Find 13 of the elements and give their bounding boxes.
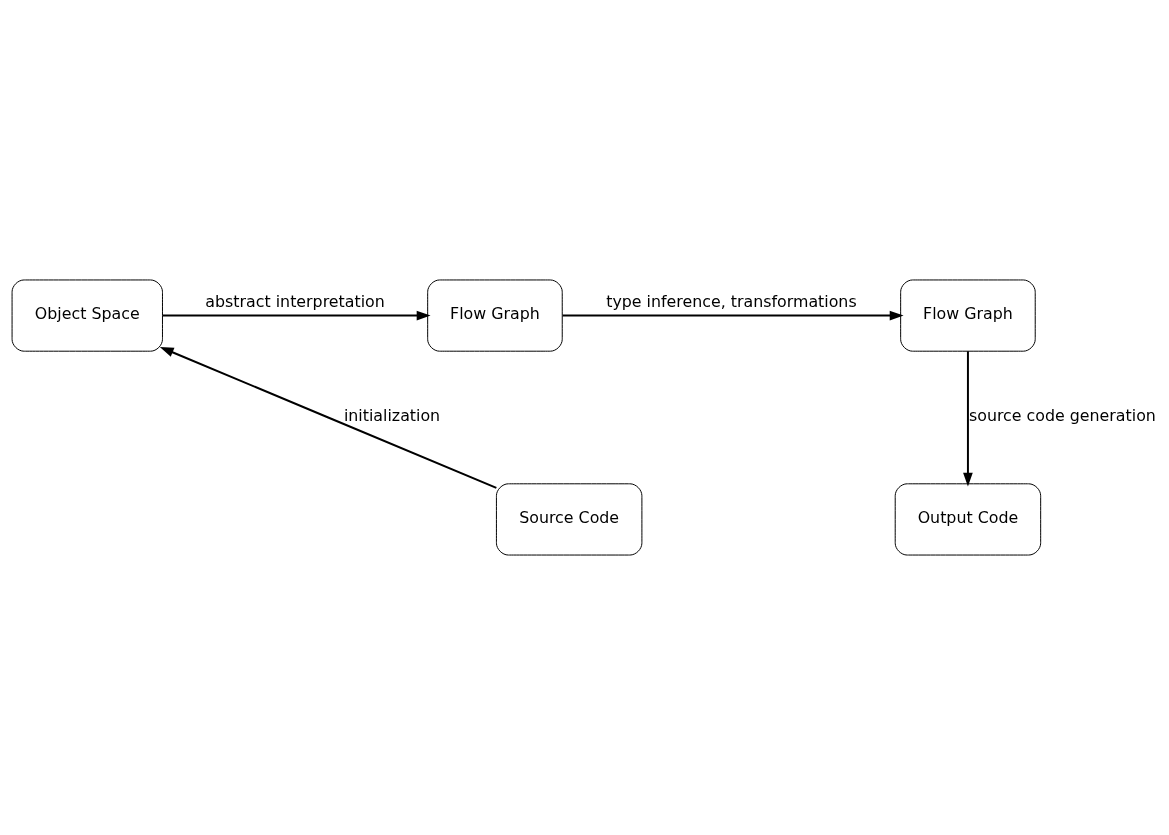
arrow [963,350,973,487]
edge-label: type inference, transformations [606,292,857,312]
edge-label: initialization [343,406,441,426]
edge-label: abstract interpretation [205,292,385,312]
node-box: Flow Graph [900,279,1036,352]
arrow [161,310,431,321]
edge-label: source code generation [968,406,1156,426]
node-box: Flow Graph [427,279,563,352]
arrow [561,310,904,321]
node-box: Source Code [495,483,643,556]
node-box: Object Space [11,279,163,352]
arrow [159,346,498,489]
node-box: Output Code [894,483,1042,556]
